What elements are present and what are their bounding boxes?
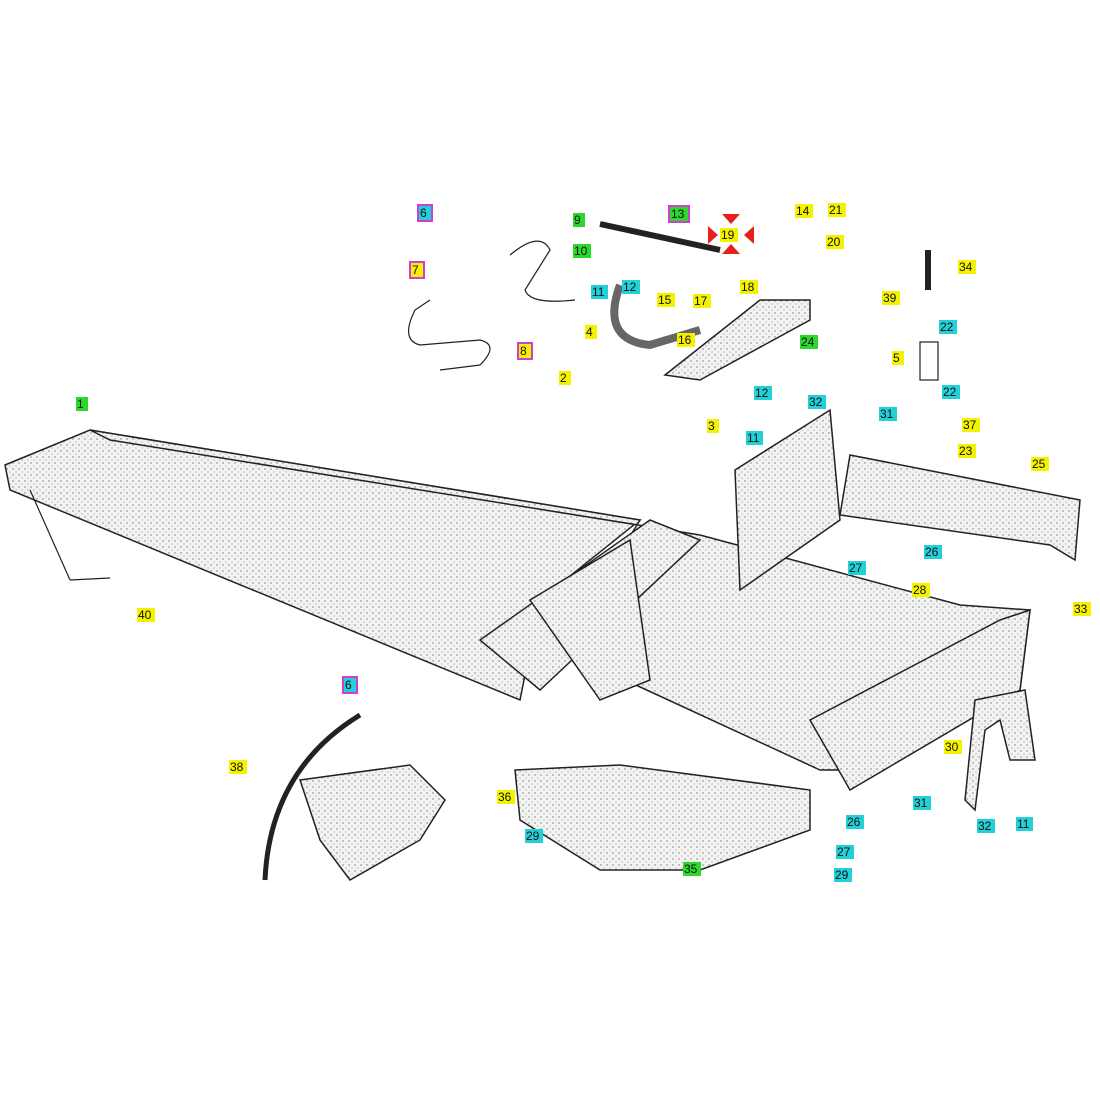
bracket-30	[964, 689, 1036, 812]
callout-14: 14	[795, 204, 814, 218]
callout-18: 18	[740, 280, 759, 294]
highlight-arrow-icon	[722, 244, 740, 254]
callout-22: 22	[939, 320, 958, 334]
callout-5: 5	[892, 351, 904, 365]
callout-32: 32	[808, 395, 827, 409]
gusset-plate	[528, 538, 651, 701]
callout-25: 25	[1031, 457, 1050, 471]
callout-8: 8	[517, 342, 533, 360]
braid-4	[610, 283, 702, 350]
bracket-24	[663, 299, 811, 381]
callout-26: 26	[846, 815, 865, 829]
callout-39: 39	[882, 291, 901, 305]
callout-4: 4	[585, 325, 597, 339]
callout-6: 6	[417, 204, 433, 222]
highlight-arrow-icon	[744, 226, 754, 244]
callout-6: 6	[342, 676, 358, 694]
callout-12: 12	[622, 280, 641, 294]
plate-25	[839, 454, 1081, 562]
callout-37: 37	[962, 418, 981, 432]
front-crossmember	[808, 608, 1031, 792]
callout-40: 40	[137, 608, 156, 622]
callout-23: 23	[958, 444, 977, 458]
bar-13	[599, 221, 721, 253]
callout-36: 36	[497, 790, 516, 804]
callout-34: 34	[958, 260, 977, 274]
callout-9: 9	[573, 213, 585, 227]
callout-20: 20	[826, 235, 845, 249]
callout-7: 7	[409, 261, 425, 279]
callout-38: 38	[229, 760, 248, 774]
callout-10: 10	[573, 244, 592, 258]
callout-33: 33	[1073, 602, 1092, 616]
callout-35: 35	[683, 862, 702, 876]
callout-22: 22	[942, 385, 961, 399]
callout-27: 27	[836, 845, 855, 859]
callout-19: 19	[720, 228, 739, 242]
callout-15: 15	[657, 293, 676, 307]
callout-30: 30	[944, 740, 963, 754]
callout-29: 29	[525, 829, 544, 843]
callout-29: 29	[834, 868, 853, 882]
u-bolt-1	[408, 299, 491, 371]
callout-11: 11	[591, 285, 609, 299]
callout-31: 31	[913, 796, 932, 810]
callout-2: 2	[559, 371, 571, 385]
callout-12: 12	[754, 386, 773, 400]
callout-24: 24	[800, 335, 819, 349]
callout-1: 1	[76, 397, 88, 411]
u-bolt-2	[509, 240, 576, 302]
callout-32: 32	[977, 819, 996, 833]
callout-28: 28	[912, 583, 931, 597]
callout-27: 27	[848, 561, 867, 575]
callout-31: 31	[879, 407, 898, 421]
hose-38	[262, 712, 362, 881]
vertical-plate	[734, 408, 841, 592]
callout-17: 17	[693, 294, 712, 308]
pad	[299, 764, 446, 881]
cover-35	[514, 764, 811, 871]
callout-11: 11	[1016, 817, 1034, 831]
callout-3: 3	[707, 419, 719, 433]
callout-11: 11	[746, 431, 764, 445]
callout-13: 13	[667, 205, 691, 223]
highlight-arrow-icon	[722, 214, 740, 224]
callout-21: 21	[828, 203, 847, 217]
sleeve-5	[919, 341, 939, 381]
callout-26: 26	[924, 545, 943, 559]
callout-16: 16	[677, 333, 696, 347]
highlight-arrow-icon	[708, 226, 718, 244]
